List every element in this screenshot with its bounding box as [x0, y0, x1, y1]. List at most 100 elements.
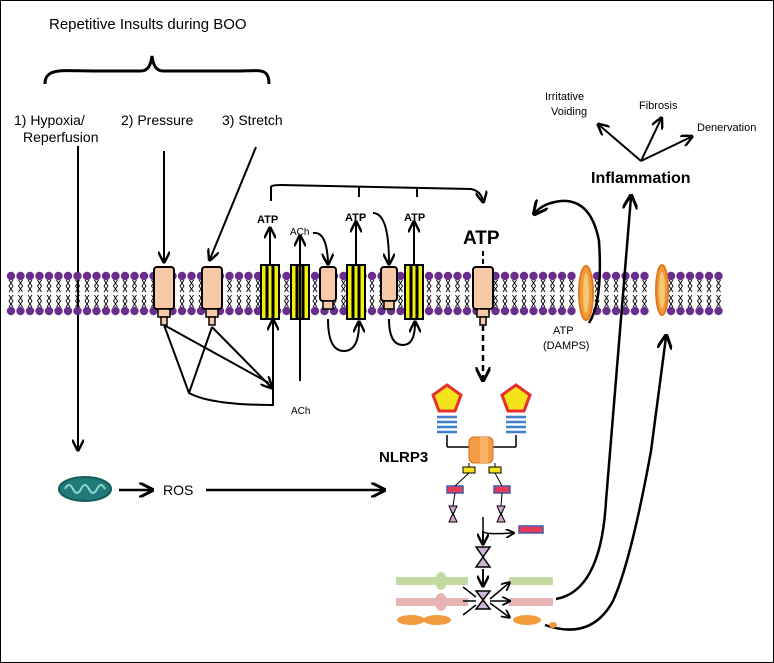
receptor-atp	[380, 266, 398, 310]
lipid-head	[500, 271, 510, 281]
lipid-tail	[632, 279, 638, 308]
lipid-head	[396, 306, 405, 316]
lipid-head	[244, 306, 253, 316]
irritative-label-2: Voiding	[551, 106, 587, 118]
lipid-tail	[445, 279, 451, 308]
lipid-tail	[236, 279, 242, 308]
lipid-head	[120, 271, 130, 281]
lipid-head	[234, 306, 244, 316]
atp-label-main: ATP	[463, 228, 500, 249]
mechanosensor-stretch	[201, 266, 223, 326]
lipid-head	[695, 271, 704, 281]
cytokines-to-inflammation-arrow	[555, 197, 631, 601]
lipid-head	[640, 271, 649, 281]
lipid-tail	[397, 279, 404, 308]
pressure-label: 2) Pressure	[121, 112, 194, 128]
lipid-head	[714, 271, 723, 281]
lipid-head	[82, 306, 92, 316]
hypoxia-label: 1) Hypoxia/	[14, 112, 85, 128]
lipid-tail	[340, 279, 347, 308]
lipid-tail	[369, 279, 375, 308]
lipid-head	[35, 306, 44, 316]
ach-label-top: ACh	[290, 227, 309, 238]
lipid-tail	[521, 279, 527, 308]
lipid-head	[630, 271, 640, 281]
lipid-head	[630, 306, 640, 316]
lipid-head	[676, 306, 685, 316]
atp-label-3: ATP	[404, 212, 425, 224]
lipid-head	[139, 306, 149, 316]
lipid-tail	[715, 279, 722, 308]
lipid-head	[130, 306, 139, 316]
lipid-tail	[84, 279, 90, 308]
mechanosensor-pressure	[153, 266, 175, 326]
lipid-head	[685, 271, 695, 281]
lipid-head	[6, 306, 16, 316]
lipid-head	[611, 306, 621, 316]
inflammation-label: Inflammation	[591, 170, 691, 187]
lipid-head	[25, 306, 35, 316]
lipid-head	[73, 271, 82, 281]
lipid-head	[396, 271, 405, 281]
lipid-head	[177, 271, 187, 281]
lipid-head	[310, 306, 320, 316]
pyroptosis-to-damps-arrow	[544, 337, 666, 631]
denervation-label: Denervation	[697, 122, 756, 134]
lipid-tail	[641, 279, 648, 308]
lipid-head	[676, 271, 685, 281]
lipid-head	[462, 271, 472, 281]
lipid-head	[548, 271, 557, 281]
lipid-head	[63, 306, 73, 316]
lipid-head	[92, 271, 101, 281]
lipid-tail	[74, 279, 81, 308]
lipid-head	[130, 271, 139, 281]
lipid-head	[602, 271, 611, 281]
lipid-head	[557, 306, 567, 316]
cleaved-caspase	[518, 525, 544, 534]
lipid-head	[602, 306, 611, 316]
lipid-tail	[122, 279, 128, 308]
lipid-head	[510, 271, 519, 281]
active-caspase-2	[474, 590, 492, 610]
lipid-head	[16, 306, 25, 316]
lipid-tail	[706, 279, 712, 308]
lipid-tail	[668, 279, 674, 308]
lipid-tail	[188, 279, 195, 308]
irritative-label-1: Irritative	[545, 91, 584, 103]
lipid-head	[424, 306, 434, 316]
lipid-head	[519, 271, 529, 281]
lipid-head	[367, 306, 377, 316]
arrow-denervation	[640, 137, 691, 162]
feedback-bracket	[270, 183, 483, 201]
lipid-tail	[696, 279, 703, 308]
lipid-tail	[8, 279, 14, 308]
lipid-head	[453, 271, 462, 281]
lipid-head	[519, 306, 529, 316]
lipid-head	[567, 306, 576, 316]
pro-cytokine-bars	[396, 572, 557, 628]
lipid-head	[234, 271, 244, 281]
lipid-tail	[454, 279, 461, 308]
lipid-tail	[677, 279, 684, 308]
lipid-head	[244, 271, 253, 281]
lipid-head	[111, 271, 120, 281]
lipid-head	[310, 271, 320, 281]
lipid-head	[704, 271, 714, 281]
lipid-head	[367, 271, 377, 281]
p2x7-receptor	[472, 266, 494, 326]
mitochondrion	[58, 476, 112, 502]
lipid-head	[666, 306, 676, 316]
lipid-head	[491, 306, 500, 316]
lipid-head	[538, 271, 548, 281]
lipid-tail	[492, 279, 499, 308]
lipid-head	[510, 306, 519, 316]
lipid-tail	[559, 279, 565, 308]
lipid-tail	[283, 279, 290, 308]
lipid-tail	[112, 279, 119, 308]
lipid-tail	[687, 279, 693, 308]
lipid-tail	[17, 279, 24, 308]
lipid-tail	[603, 279, 610, 308]
lipid-tail	[255, 279, 261, 308]
lipid-head	[6, 271, 16, 281]
fibrosis-label: Fibrosis	[639, 100, 678, 112]
